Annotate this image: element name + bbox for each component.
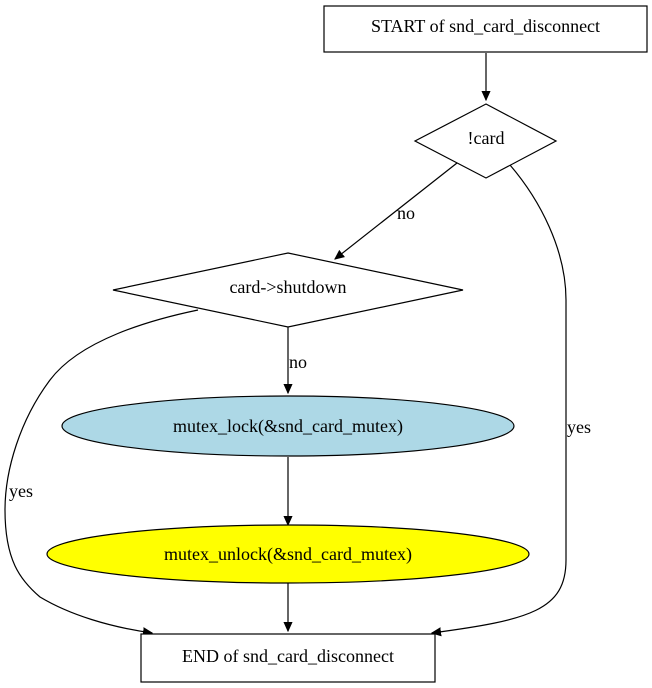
edge-label-shutdown-yes: yes [9, 481, 33, 501]
node-mutex-unlock: mutex_unlock(&snd_card_mutex) [46, 524, 530, 584]
node-end: END of snd_card_disconnect [140, 633, 436, 683]
node-mutex-lock: mutex_lock(&snd_card_mutex) [61, 395, 515, 457]
edge-label-card-no: no [397, 203, 415, 223]
node-cond-shutdown-label: card->shutdown [229, 277, 346, 297]
node-mutex-unlock-label: mutex_unlock(&snd_card_mutex) [164, 544, 412, 565]
edge-card-no-to-shutdown: no [335, 162, 458, 259]
node-end-label: END of snd_card_disconnect [182, 646, 394, 666]
edge-shutdown-no-to-lock: no [288, 327, 307, 393]
edge-card-yes-to-end: yes [432, 164, 591, 633]
edge-label-shutdown-no: no [289, 352, 307, 372]
edge-label-card-yes: yes [567, 417, 591, 437]
node-start: START of snd_card_disconnect [323, 5, 648, 53]
node-cond-card-label: !card [468, 128, 505, 148]
node-cond-shutdown: card->shutdown [112, 252, 464, 328]
edge-shutdown-yes-to-end: yes [4, 309, 199, 633]
node-mutex-lock-label: mutex_lock(&snd_card_mutex) [173, 416, 403, 437]
node-cond-card: !card [413, 103, 558, 179]
node-start-label: START of snd_card_disconnect [371, 16, 600, 36]
